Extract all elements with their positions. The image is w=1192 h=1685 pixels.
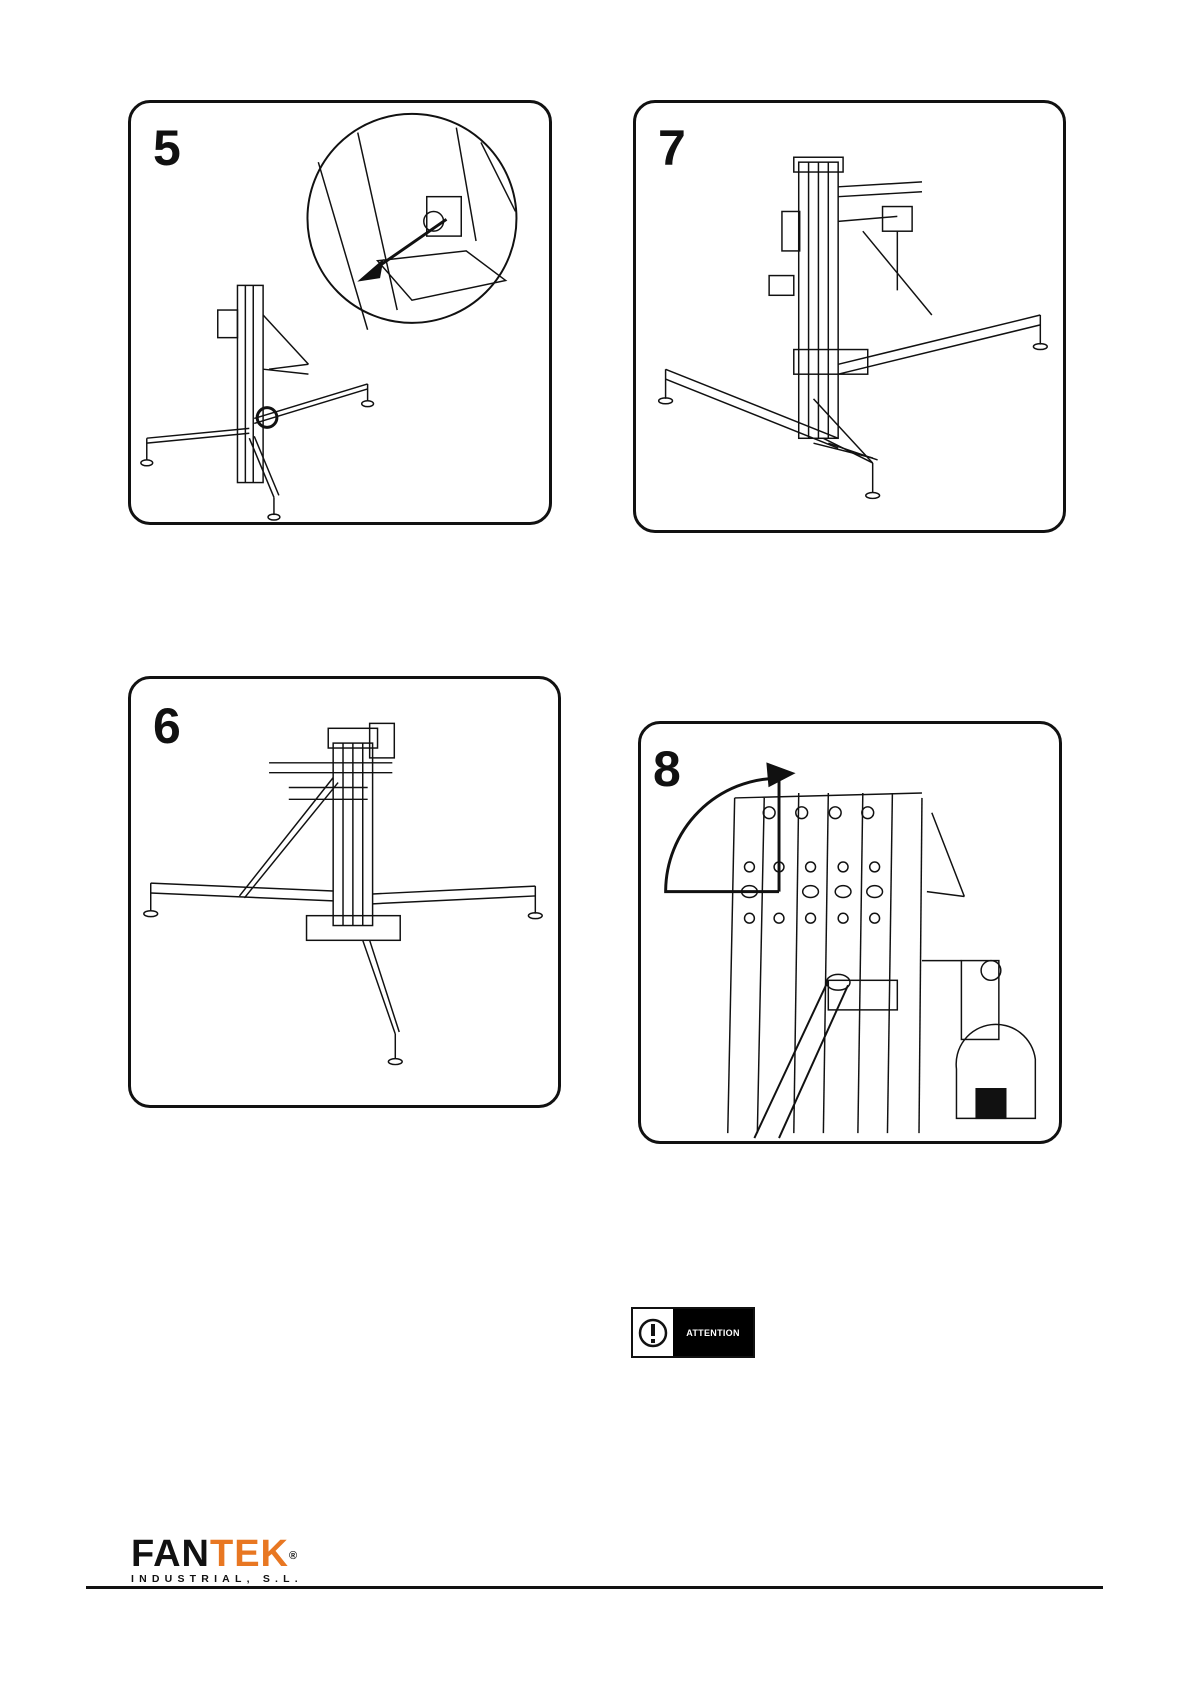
attention-badge: ATTENTION: [631, 1307, 755, 1358]
rotation-detail-illustration: [641, 724, 1059, 1141]
logo-part1: FAN: [131, 1533, 210, 1575]
footer-rule: [86, 1586, 1103, 1589]
step-6-panel: 6: [128, 676, 561, 1108]
lift-tower-illustration: [131, 679, 558, 1105]
logo-subtitle: INDUSTRIAL, S.L.: [131, 1573, 303, 1585]
lift-tower-illustration: [131, 103, 549, 522]
step-7-panel: 7: [633, 100, 1066, 533]
step-5-panel: 5: [128, 100, 552, 525]
lift-tower-illustration: [636, 103, 1063, 530]
logo-part2: TEK: [210, 1533, 289, 1575]
step-8-panel: 8: [638, 721, 1062, 1144]
exclamation-icon: [633, 1309, 673, 1356]
registered-mark: ®: [289, 1550, 298, 1562]
fantek-logo: FANTEK® INDUSTRIAL, S.L.: [131, 1536, 303, 1585]
attention-label: ATTENTION: [673, 1309, 753, 1356]
